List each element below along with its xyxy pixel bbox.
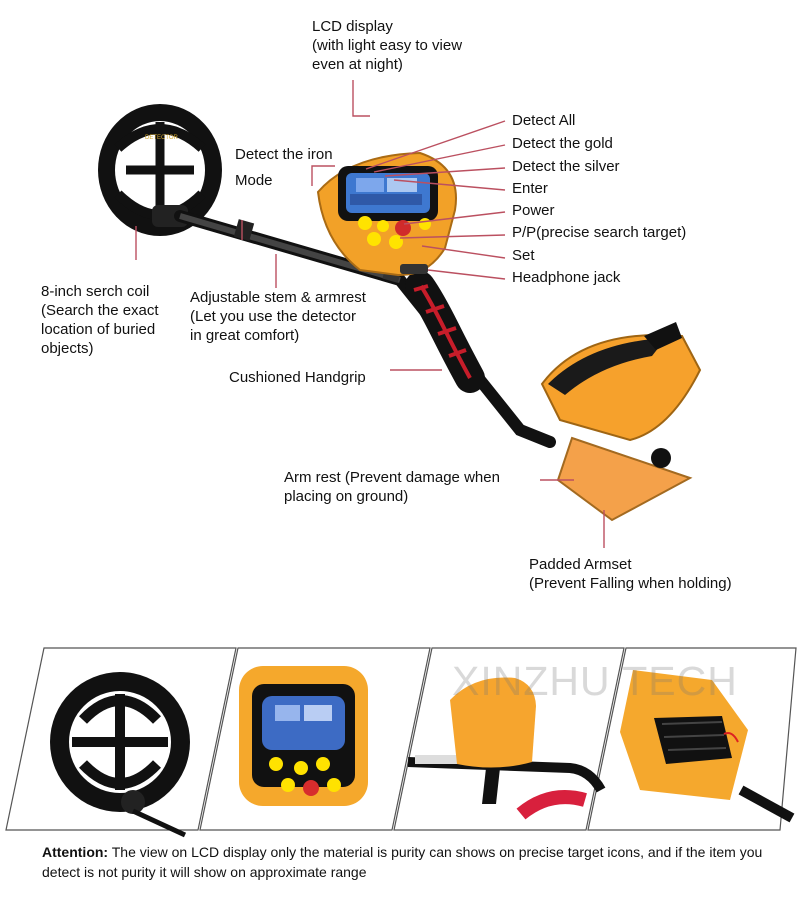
- attention-note: Attention: The view on LCD display only …: [42, 842, 772, 882]
- metal-detector-diagram: DETECTOR: [98, 80, 702, 548]
- lcd-display-label: LCD display (with light easy to view eve…: [312, 17, 462, 74]
- lcd-display-line-3: even at night): [312, 56, 403, 73]
- photo-panels: [5, 647, 797, 838]
- lcd-display-line-2: (with light easy to view: [312, 37, 463, 54]
- handgrip: [405, 271, 485, 393]
- handgrip-label: Cushioned Handgrip: [229, 369, 366, 386]
- coil-line-3: location of buried: [41, 321, 156, 338]
- coil-label: 8-inch serch coil (Search the exact loca…: [41, 282, 159, 358]
- coil-line-2: (Search the exact: [41, 302, 159, 319]
- svg-text:DETECTOR: DETECTOR: [145, 135, 179, 141]
- armset-label: Padded Armset (Prevent Falling when hold…: [529, 555, 732, 593]
- search-coil: DETECTOR: [98, 104, 222, 236]
- stem-label: Adjustable stem & armrest (Let you use t…: [190, 288, 366, 345]
- headphone-label: Headphone jack: [512, 269, 621, 286]
- power-label: Power: [512, 202, 555, 219]
- mode-label: Mode: [235, 172, 273, 189]
- panel-control-photo: [239, 666, 368, 806]
- armset-line-2: (Prevent Falling when holding): [529, 575, 732, 592]
- stem-line-2: (Let you use the detector: [190, 308, 356, 325]
- stem-line-1: Adjustable stem & armrest: [190, 289, 366, 306]
- lcd-display-line-1: LCD display: [312, 18, 393, 35]
- panel-stem-photo: [407, 677, 606, 820]
- watermark-text: XINZHU TECH: [452, 658, 738, 704]
- armrest-line-1: Arm rest (Prevent damage when: [284, 469, 500, 486]
- detect-all-label: Detect All: [512, 112, 576, 129]
- leader-lines: [135, 80, 605, 548]
- attention-text: The view on LCD display only the materia…: [42, 844, 763, 880]
- coil-line-1: 8-inch serch coil: [41, 283, 150, 300]
- set-label: Set: [512, 247, 535, 264]
- product-photo-strip: [0, 640, 800, 840]
- panel-battery-photo: [620, 670, 795, 823]
- panel-coil-photo: [50, 672, 190, 838]
- pp-label: P/P(precise search target): [512, 224, 687, 241]
- armrest-label: Arm rest (Prevent damage when placing on…: [284, 468, 500, 506]
- detect-gold-label: Detect the gold: [512, 135, 613, 152]
- coil-line-4: objects): [41, 340, 94, 357]
- armrest-line-2: placing on ground): [284, 488, 409, 505]
- armset-line-1: Padded Armset: [529, 556, 632, 573]
- control-box: [316, 151, 457, 277]
- stem-line-3: in great comfort): [190, 327, 300, 344]
- detect-silver-label: Detect the silver: [512, 158, 620, 175]
- arm-rest: [540, 322, 702, 522]
- attention-lead: Attention:: [42, 844, 109, 860]
- detect-iron-label: Detect the iron: [235, 146, 333, 163]
- enter-label: Enter: [512, 180, 548, 197]
